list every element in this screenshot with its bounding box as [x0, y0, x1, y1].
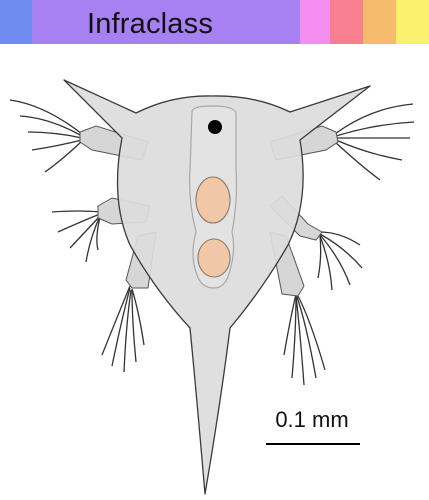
naupliar-eye [208, 120, 222, 134]
page-title: Infraclass [86, 8, 214, 40]
setae-right [283, 103, 415, 386]
setae-left [9, 99, 145, 373]
color-swatch-pink [300, 0, 330, 44]
scale-bar-line [266, 443, 360, 445]
scale-bar-label: 0.1 mm [275, 407, 349, 432]
color-swatch-purple [32, 0, 300, 44]
color-swatch-red [330, 0, 363, 44]
organ-upper [195, 176, 231, 224]
color-swatch-orange [363, 0, 396, 44]
header-bar [0, 0, 429, 44]
nauplius-illustration [9, 79, 415, 495]
organ-lower [197, 238, 231, 278]
color-swatch-yellow [396, 0, 429, 44]
color-swatch-blue [0, 0, 32, 44]
